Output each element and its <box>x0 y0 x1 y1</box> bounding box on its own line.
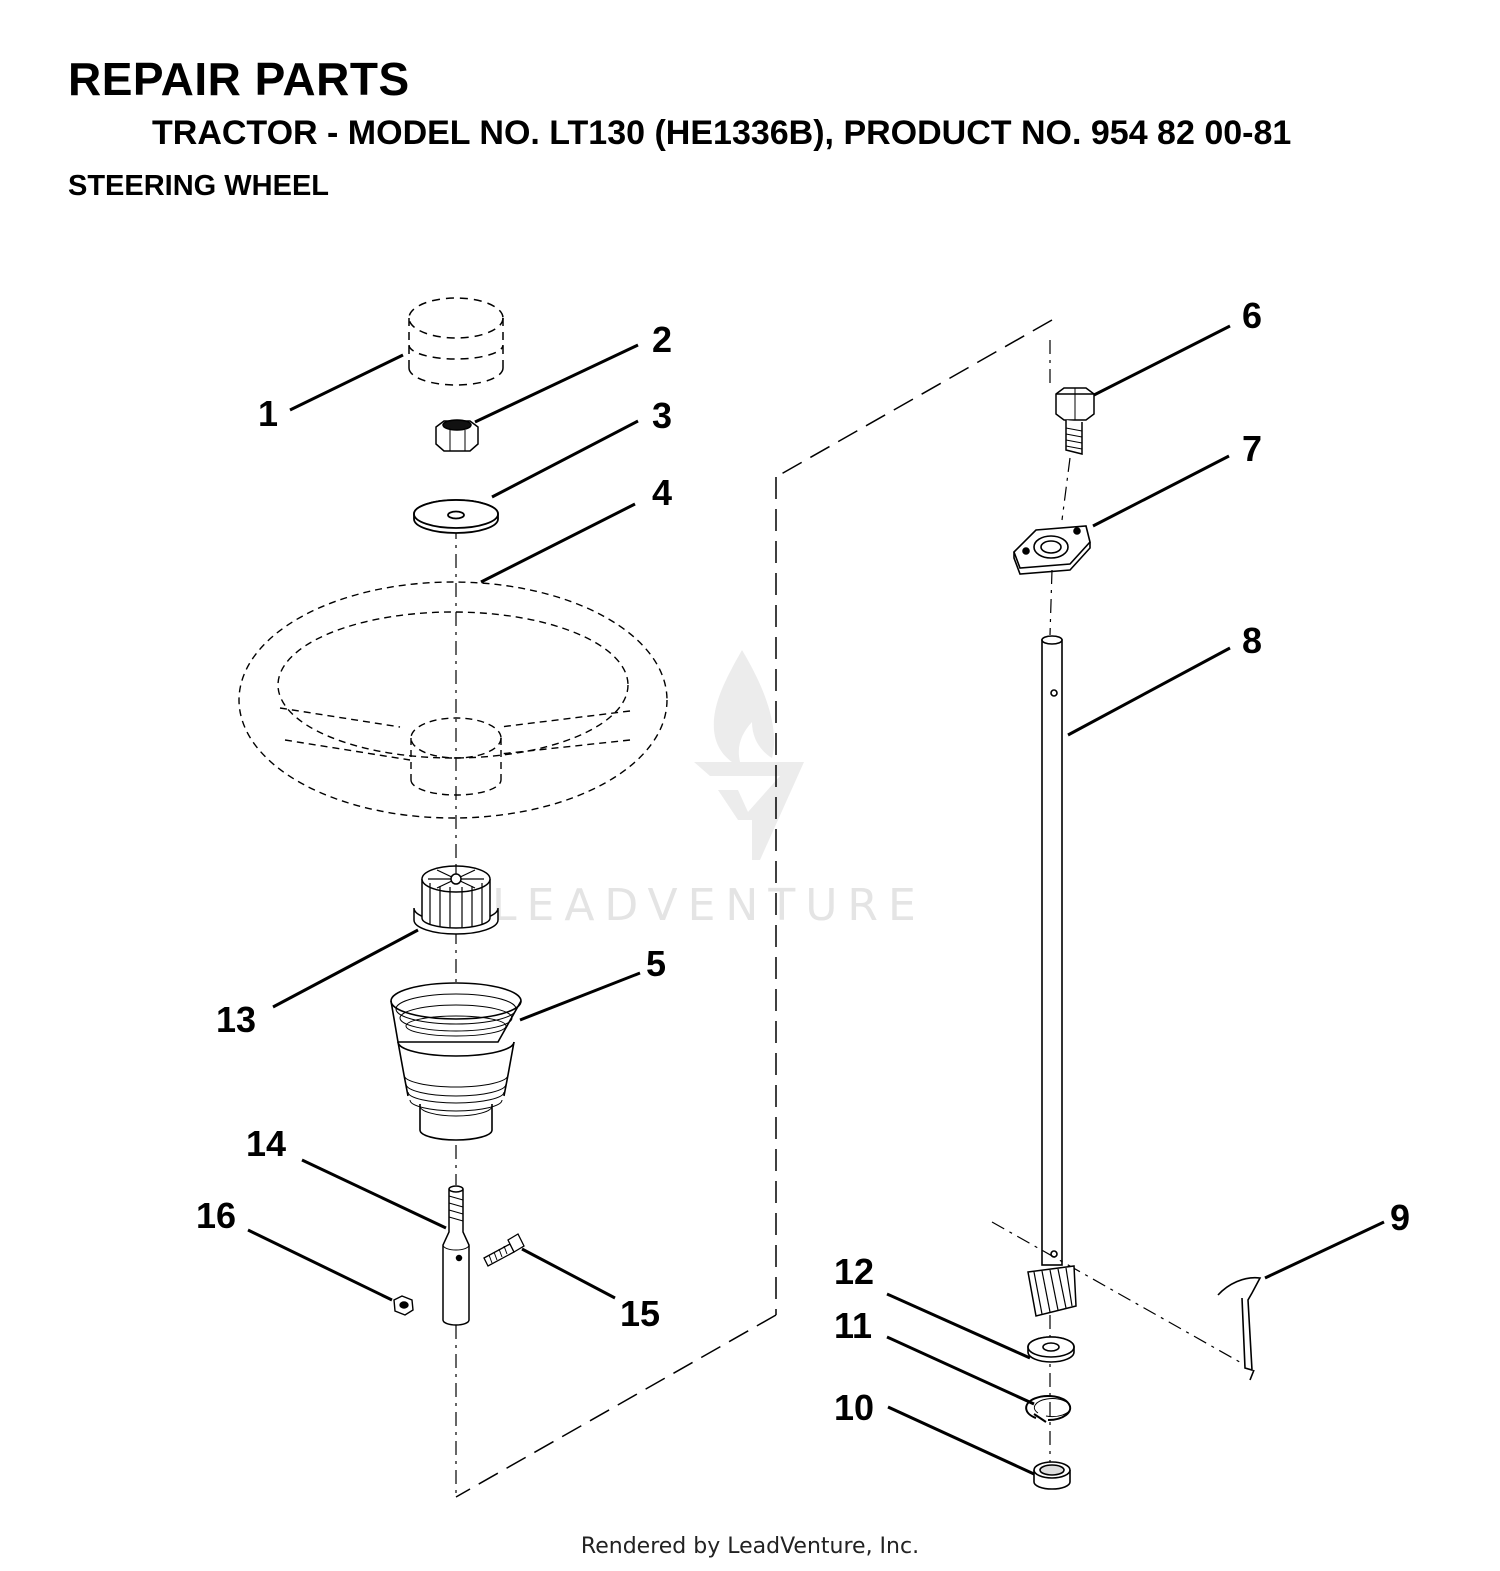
part-13-adapter <box>413 865 499 935</box>
callout-labels: 1 2 3 4 5 6 7 8 9 10 11 12 13 14 15 16 <box>196 295 1410 1428</box>
callout-3: 3 <box>652 395 672 436</box>
part-3-washer <box>413 499 499 534</box>
assembly-box <box>455 319 1053 1498</box>
part-10-bushing <box>1033 1461 1071 1490</box>
part-1-cap <box>408 297 504 386</box>
part-4-steering-wheel <box>238 581 668 819</box>
part-16-nut <box>393 1295 414 1316</box>
leader-lines <box>247 324 1385 1476</box>
part-8-steering-shaft <box>1041 635 1063 1266</box>
callout-7: 7 <box>1242 428 1262 469</box>
part-2-nut <box>435 419 479 452</box>
part-14-shaft <box>442 1185 470 1326</box>
clip-axis <box>991 1221 1246 1366</box>
callout-2: 2 <box>652 319 672 360</box>
part-11-retaining-ring <box>1025 1395 1072 1423</box>
part-7-flange <box>1013 525 1091 575</box>
callout-8: 8 <box>1242 620 1262 661</box>
right-center-axis <box>1049 340 1071 1465</box>
callout-6: 6 <box>1242 295 1262 336</box>
callout-1: 1 <box>258 393 278 434</box>
callout-14: 14 <box>246 1123 286 1164</box>
section-title: STEERING WHEEL <box>68 170 330 202</box>
callout-5: 5 <box>646 943 666 984</box>
part-12-washer <box>1027 1336 1075 1363</box>
watermark-logo <box>694 650 804 860</box>
callout-13: 13 <box>216 999 256 1040</box>
model-subtitle: TRACTOR - MODEL NO. LT130 (HE1336B), PRO… <box>152 114 1292 152</box>
watermark-text: LEADVENTURE <box>492 880 926 931</box>
callout-11: 11 <box>834 1305 872 1346</box>
part-5-boot <box>390 982 522 1141</box>
part-6-bolt <box>1055 387 1095 455</box>
callout-15: 15 <box>620 1293 660 1334</box>
callout-16: 16 <box>196 1195 236 1236</box>
part-8-pinion-gear <box>1027 1265 1077 1317</box>
page-title: REPAIR PARTS <box>68 53 410 105</box>
rendered-by-footer: Rendered by LeadVenture, Inc. <box>580 1534 920 1559</box>
part-15-bolt <box>483 1233 525 1267</box>
callout-12: 12 <box>834 1251 874 1292</box>
callout-10: 10 <box>834 1387 874 1428</box>
callout-9: 9 <box>1390 1197 1410 1238</box>
callout-4: 4 <box>652 472 672 513</box>
part-9-clip <box>1217 1276 1262 1381</box>
